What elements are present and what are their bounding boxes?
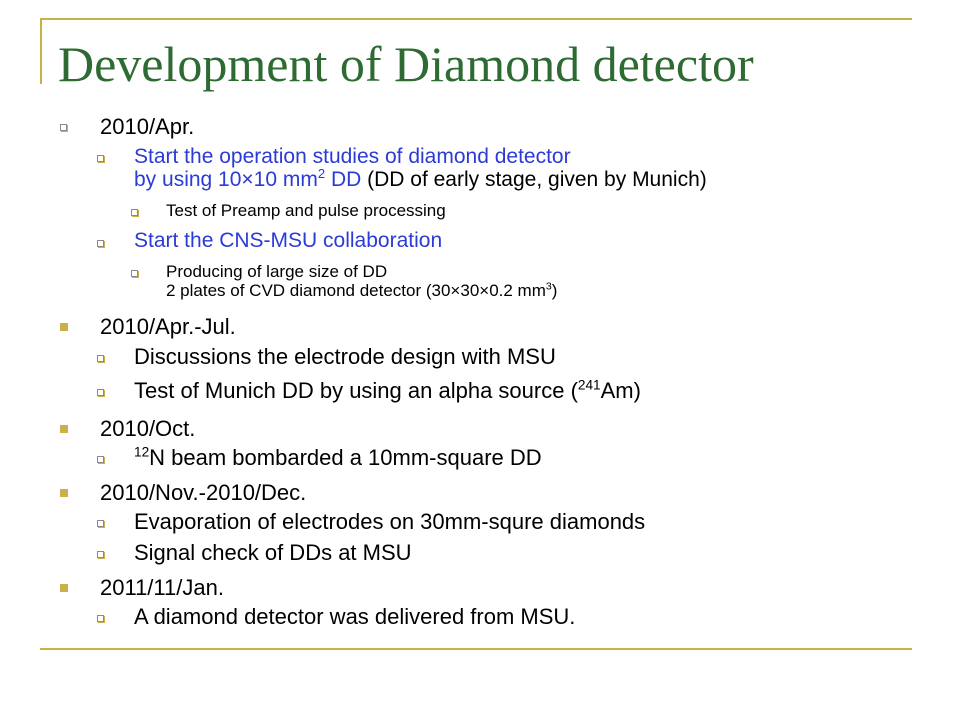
hollow-square-bullet-icon xyxy=(131,270,138,277)
list-item: 2010/Nov.-2010/Dec. xyxy=(100,481,306,505)
list-item: 2011/11/Jan. xyxy=(100,576,224,600)
superscript: 2 xyxy=(317,166,326,181)
list-item: Producing of large size of DD xyxy=(166,262,387,281)
hollow-square-bullet-icon xyxy=(97,389,104,396)
top-accent-rule xyxy=(40,18,912,20)
hollow-square-bullet-icon xyxy=(97,520,104,527)
item-text: by using 10×10 mm xyxy=(134,168,318,191)
list-item: 2010/Apr.-Jul. xyxy=(100,315,236,339)
list-item: Evaporation of electrodes on 30mm-squre … xyxy=(134,510,645,534)
hollow-square-bullet-icon xyxy=(131,209,138,216)
item-text: Test of Preamp and pulse processing xyxy=(166,201,446,220)
superscript: 3 xyxy=(545,280,552,293)
item-text: Start the operation studies of diamond d… xyxy=(134,145,571,168)
item-text: Start the CNS-MSU collaboration xyxy=(134,229,443,252)
item-text: Discussions the electrode design with MS… xyxy=(134,344,556,369)
list-item-continuation: by using 10×10 mm2 DD (DD of early stage… xyxy=(134,166,707,191)
item-date: 2010/Apr. xyxy=(100,114,195,139)
list-item-continuation: 2 plates of CVD diamond detector (30×30×… xyxy=(166,281,557,300)
filled-square-bullet-icon xyxy=(60,425,68,433)
item-text: 2 plates of CVD diamond detector (30×30×… xyxy=(166,281,546,300)
list-item: Test of Preamp and pulse processing xyxy=(166,201,446,220)
item-text: (DD of early stage, given by Munich) xyxy=(361,168,707,191)
superscript: 241 xyxy=(577,377,601,393)
list-item: 2010/Oct. xyxy=(100,417,195,441)
item-date: 2010/Apr.-Jul. xyxy=(100,314,236,339)
item-text: Producing of large size of DD xyxy=(166,262,388,281)
item-text: A diamond detector was delivered from MS… xyxy=(134,604,576,629)
list-item: 2010/Apr. xyxy=(100,115,194,139)
list-item: Test of Munich DD by using an alpha sour… xyxy=(134,377,641,403)
filled-square-bullet-icon xyxy=(60,489,68,497)
item-date: 2010/Nov.-2010/Dec. xyxy=(100,480,307,505)
item-text: Evaporation of electrodes on 30mm-squre … xyxy=(134,509,646,534)
filled-square-bullet-icon xyxy=(60,584,68,592)
item-date: 2011/11/Jan. xyxy=(100,575,224,600)
list-item: Signal check of DDs at MSU xyxy=(134,541,412,565)
hollow-square-bullet-icon xyxy=(60,124,67,131)
left-accent-rule xyxy=(40,18,42,84)
item-text: Am) xyxy=(600,378,641,403)
list-item: Start the operation studies of diamond d… xyxy=(134,145,571,168)
item-date: 2010/Oct. xyxy=(100,416,196,441)
item-text: N beam bombarded a 10mm-square DD xyxy=(149,445,542,470)
item-text: Test of Munich DD by using an alpha sour… xyxy=(134,378,578,403)
list-item: Discussions the electrode design with MS… xyxy=(134,345,556,369)
item-text: ) xyxy=(551,281,558,300)
hollow-square-bullet-icon xyxy=(97,355,104,362)
bottom-accent-rule xyxy=(40,648,912,650)
item-text: Signal check of DDs at MSU xyxy=(134,540,412,565)
list-item: 12N beam bombarded a 10mm-square DD xyxy=(134,444,542,470)
superscript: 12 xyxy=(134,444,150,460)
hollow-square-bullet-icon xyxy=(97,615,104,622)
hollow-square-bullet-icon xyxy=(97,456,104,463)
hollow-square-bullet-icon xyxy=(97,240,104,247)
hollow-square-bullet-icon xyxy=(97,551,104,558)
hollow-square-bullet-icon xyxy=(97,155,104,162)
item-text: DD xyxy=(325,168,362,191)
slide-title: Development of Diamond detector xyxy=(58,36,754,92)
filled-square-bullet-icon xyxy=(60,323,68,331)
list-item: Start the CNS-MSU collaboration xyxy=(134,229,442,252)
list-item: A diamond detector was delivered from MS… xyxy=(134,605,575,629)
